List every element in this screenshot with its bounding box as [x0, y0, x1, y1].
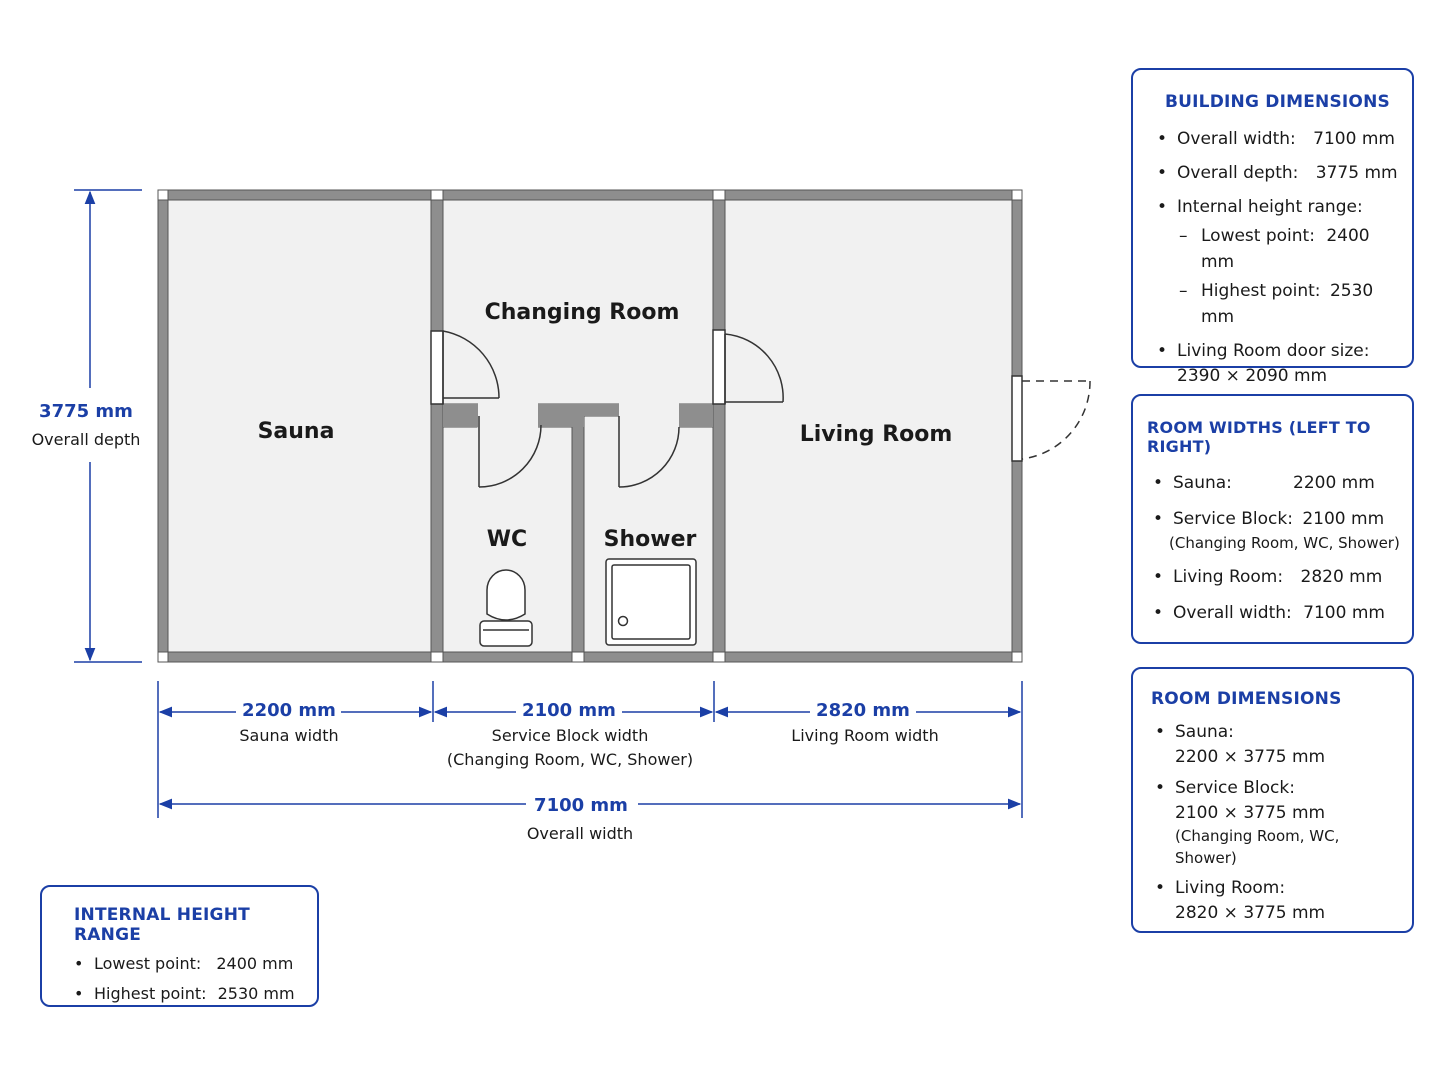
item-label: Living Room:: [1173, 567, 1284, 587]
door-size-value: 2390 × 2090 mm: [1177, 366, 1328, 386]
item-value: 2530 mm: [217, 984, 295, 1003]
service-width-note: (Changing Room, WC, Shower): [447, 750, 693, 769]
sauna-dimensions-value: 2200 × 3775 mm: [1175, 747, 1326, 767]
highest-point-item: Highest point: 2530 mm: [1155, 278, 1398, 330]
highest-point-item: Highest point: 2530 mm: [72, 981, 307, 1007]
service-width-note: (Changing Room, WC, Shower): [1169, 534, 1400, 552]
door-shower: [618, 416, 680, 488]
shower-tray-icon: [605, 558, 697, 646]
door-openings: [478, 403, 679, 428]
item-label: Highest point:: [94, 984, 207, 1003]
room-label-wc: WC: [487, 527, 527, 552]
card-title: ROOM DIMENSIONS: [1151, 689, 1342, 709]
room-dimensions-card: ROOM DIMENSIONS Sauna: 2200 × 3775 mm Se…: [1131, 667, 1414, 933]
internal-height-card: INTERNAL HEIGHT RANGE Lowest point: 2400…: [40, 885, 319, 1007]
room-label-sauna: Sauna: [258, 419, 335, 444]
door-changing-room: [430, 330, 500, 405]
lowest-point-item: Lowest point: 2400 mm: [1155, 223, 1398, 275]
item-value: 2400 mm: [1201, 226, 1370, 272]
living-width-caption: Living Room width: [791, 726, 938, 745]
depth-caption: Overall depth: [32, 430, 141, 449]
toilet-icon: [479, 569, 533, 647]
overall-width-caption: Overall width: [527, 824, 633, 843]
service-dimensions-note: (Changing Room, WC, Shower): [1175, 827, 1340, 867]
wall-infill: [538, 416, 584, 427]
door-exterior: [1011, 375, 1091, 462]
sauna-dimensions-item: Sauna:: [1153, 719, 1402, 745]
wall-infill: [443, 404, 478, 416]
width-dimensions: [157, 681, 1023, 818]
overall-width-item: Overall width: 7100 mm: [1151, 600, 1402, 626]
item-label: Overall width:: [1173, 603, 1292, 623]
depth-dimension: [74, 189, 142, 663]
item-value: 2820 mm: [1300, 567, 1383, 587]
room-label-shower: Shower: [604, 527, 697, 552]
wall-caps: [157, 189, 1023, 663]
item-label: Highest point:: [1201, 281, 1321, 301]
wall-infill: [538, 404, 619, 416]
wall-infill: [679, 404, 713, 416]
item-value: 2200 mm: [1293, 473, 1375, 493]
height-range-item: Internal height range:: [1155, 194, 1398, 220]
sauna-width-value: 2200 mm: [242, 700, 336, 721]
card-title: ROOM WIDTHS (LEFT TO RIGHT): [1147, 418, 1371, 456]
living-dimensions-item: Living Room:: [1153, 875, 1402, 901]
living-dimensions-value: 2820 × 3775 mm: [1175, 903, 1326, 923]
service-width-caption: Service Block width: [492, 726, 649, 745]
floor-area: [158, 190, 1022, 662]
item-label: Overall width:: [1177, 129, 1296, 149]
living-width-value: 2820 mm: [816, 700, 910, 721]
card-title: INTERNAL HEIGHT RANGE: [74, 905, 250, 945]
item-value: 7100 mm: [1313, 129, 1395, 149]
room-label-living: Living Room: [800, 422, 953, 447]
item-value: 2400 mm: [216, 954, 294, 973]
building-dimensions-card: BUILDING DIMENSIONS Overall width: 7100 …: [1131, 68, 1414, 386]
wall-infill: [443, 416, 478, 427]
card-title: BUILDING DIMENSIONS: [1165, 92, 1390, 112]
service-width-value: 2100 mm: [522, 700, 616, 721]
item-label: Service Block:: [1173, 509, 1293, 529]
item-label: Overall depth:: [1177, 163, 1299, 183]
item-value: 3775 mm: [1315, 163, 1398, 183]
item-value: 2100 mm: [1302, 509, 1385, 529]
living-width-item: Living Room: 2820 mm: [1151, 564, 1402, 590]
room-widths-card: ROOM WIDTHS (LEFT TO RIGHT) Sauna: 2200 m…: [1131, 394, 1414, 644]
item-label: Lowest point:: [1201, 226, 1315, 246]
overall-width-item: Overall width: 7100 mm: [1155, 126, 1398, 152]
service-dimensions-item: Service Block:: [1153, 775, 1402, 801]
wall-infill: [679, 416, 713, 427]
depth-value: 3775 mm: [39, 401, 133, 422]
service-width-item: Service Block: 2100 mm: [1151, 506, 1402, 532]
door-size-item: Living Room door size:: [1155, 338, 1398, 364]
overall-depth-item: Overall depth: 3775 mm: [1155, 160, 1398, 186]
service-dimensions-value: 2100 × 3775 mm: [1175, 803, 1326, 823]
item-label: Sauna:: [1173, 473, 1232, 493]
door-living-room-internal: [712, 329, 784, 405]
lowest-point-item: Lowest point: 2400 mm: [72, 951, 307, 977]
room-label-changing: Changing Room: [485, 300, 680, 325]
item-value: 2530 mm: [1201, 281, 1374, 327]
door-wc: [478, 416, 542, 488]
overall-width-value: 7100 mm: [534, 795, 628, 816]
sauna-width-caption: Sauna width: [239, 726, 338, 745]
item-value: 7100 mm: [1303, 603, 1385, 623]
item-label: Lowest point:: [94, 954, 202, 973]
sauna-width-item: Sauna: 2200 mm: [1151, 470, 1402, 496]
